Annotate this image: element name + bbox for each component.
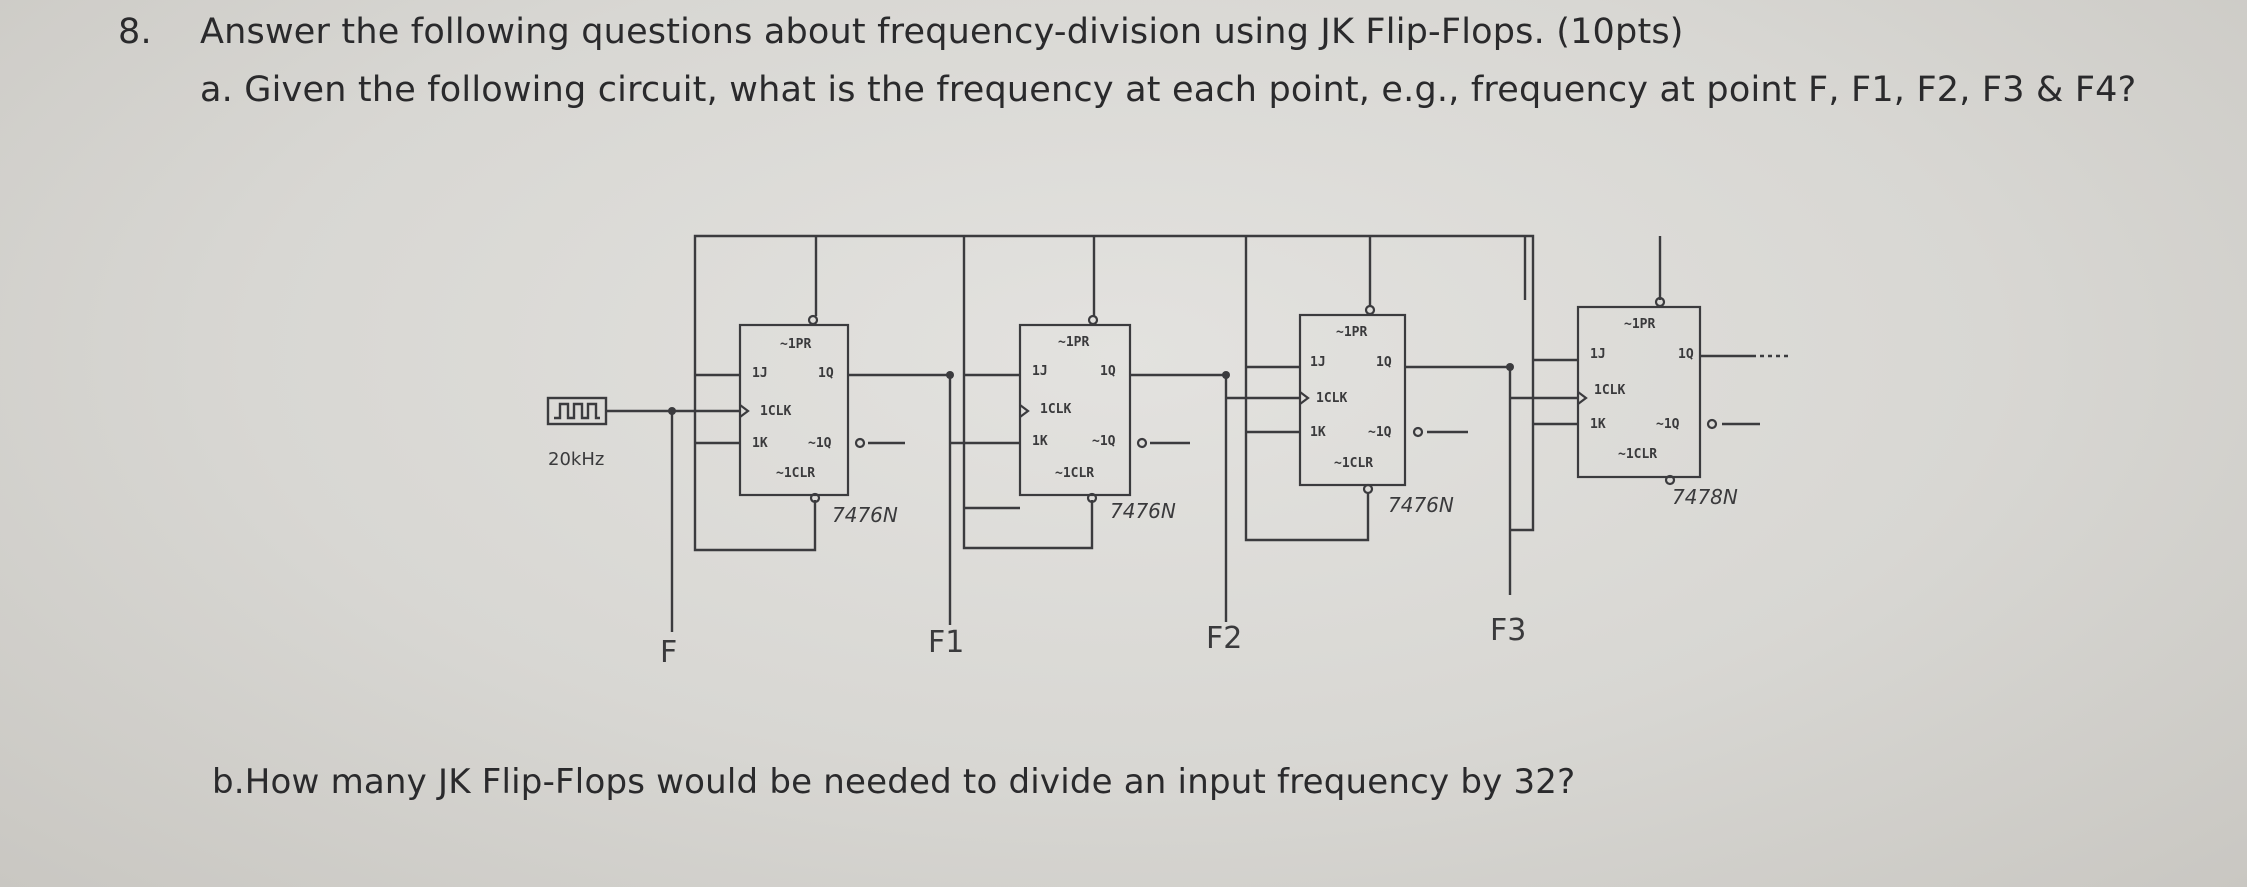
ff1-qn-label: ~1Q bbox=[808, 436, 832, 451]
ff3-clr-label: ~1CLR bbox=[1334, 456, 1373, 471]
ff2-q-label: 1Q bbox=[1100, 364, 1116, 379]
flip-flop-1 bbox=[738, 323, 850, 497]
ff4-part-number: 7478N bbox=[1672, 485, 1738, 509]
ff3-j-label: 1J bbox=[1310, 355, 1326, 370]
ff1-pr-label: ~1PR bbox=[780, 337, 811, 352]
ff2-qn-label: ~1Q bbox=[1092, 434, 1116, 449]
ff3-pr-label: ~1PR bbox=[1336, 325, 1367, 340]
ff4-qn-label: ~1Q bbox=[1656, 417, 1680, 432]
point-label-f2: F2 bbox=[1206, 621, 1242, 656]
ff2-clr-label: ~1CLR bbox=[1055, 466, 1094, 481]
question-part-a: a. Given the following circuit, what is … bbox=[200, 70, 2137, 110]
ff4-clk-label: 1CLK bbox=[1594, 383, 1625, 398]
point-label-f1: F1 bbox=[928, 625, 964, 660]
ff4-clr-label: ~1CLR bbox=[1618, 447, 1657, 462]
ff3-part-number: 7476N bbox=[1388, 493, 1454, 517]
ff1-clk-label: 1CLK bbox=[760, 404, 791, 419]
ff1-part-number: 7476N bbox=[832, 503, 898, 527]
ff4-q-label: 1Q bbox=[1678, 347, 1694, 362]
ff3-q-label: 1Q bbox=[1376, 355, 1392, 370]
ff1-k-label: 1K bbox=[752, 436, 768, 451]
point-label-f3: F3 bbox=[1490, 613, 1526, 648]
ff4-k-label: 1K bbox=[1590, 417, 1606, 432]
ff3-clk-label: 1CLK bbox=[1316, 391, 1347, 406]
question-title: Answer the following questions about fre… bbox=[200, 12, 1684, 52]
ff1-clr-label: ~1CLR bbox=[776, 466, 815, 481]
ff3-k-label: 1K bbox=[1310, 425, 1326, 440]
clock-source bbox=[546, 396, 608, 426]
ff2-part-number: 7476N bbox=[1110, 499, 1176, 523]
flip-flop-2 bbox=[1018, 323, 1132, 497]
ff2-clk-label: 1CLK bbox=[1040, 402, 1071, 417]
ff1-q-label: 1Q bbox=[818, 366, 834, 381]
question-part-b: b.How many JK Flip-Flops would be needed… bbox=[212, 762, 1576, 802]
source-frequency-label: 20kHz bbox=[548, 449, 604, 470]
ff4-j-label: 1J bbox=[1590, 347, 1606, 362]
ff1-j-label: 1J bbox=[752, 366, 768, 381]
ff3-qn-label: ~1Q bbox=[1368, 425, 1392, 440]
ff2-j-label: 1J bbox=[1032, 364, 1048, 379]
question-number: 8. bbox=[118, 12, 152, 52]
square-wave-icon bbox=[554, 402, 600, 420]
ff2-pr-label: ~1PR bbox=[1058, 335, 1089, 350]
ff2-k-label: 1K bbox=[1032, 434, 1048, 449]
point-label-f: F bbox=[660, 635, 677, 670]
ff4-pr-label: ~1PR bbox=[1624, 317, 1655, 332]
flip-flop-3 bbox=[1298, 313, 1407, 487]
